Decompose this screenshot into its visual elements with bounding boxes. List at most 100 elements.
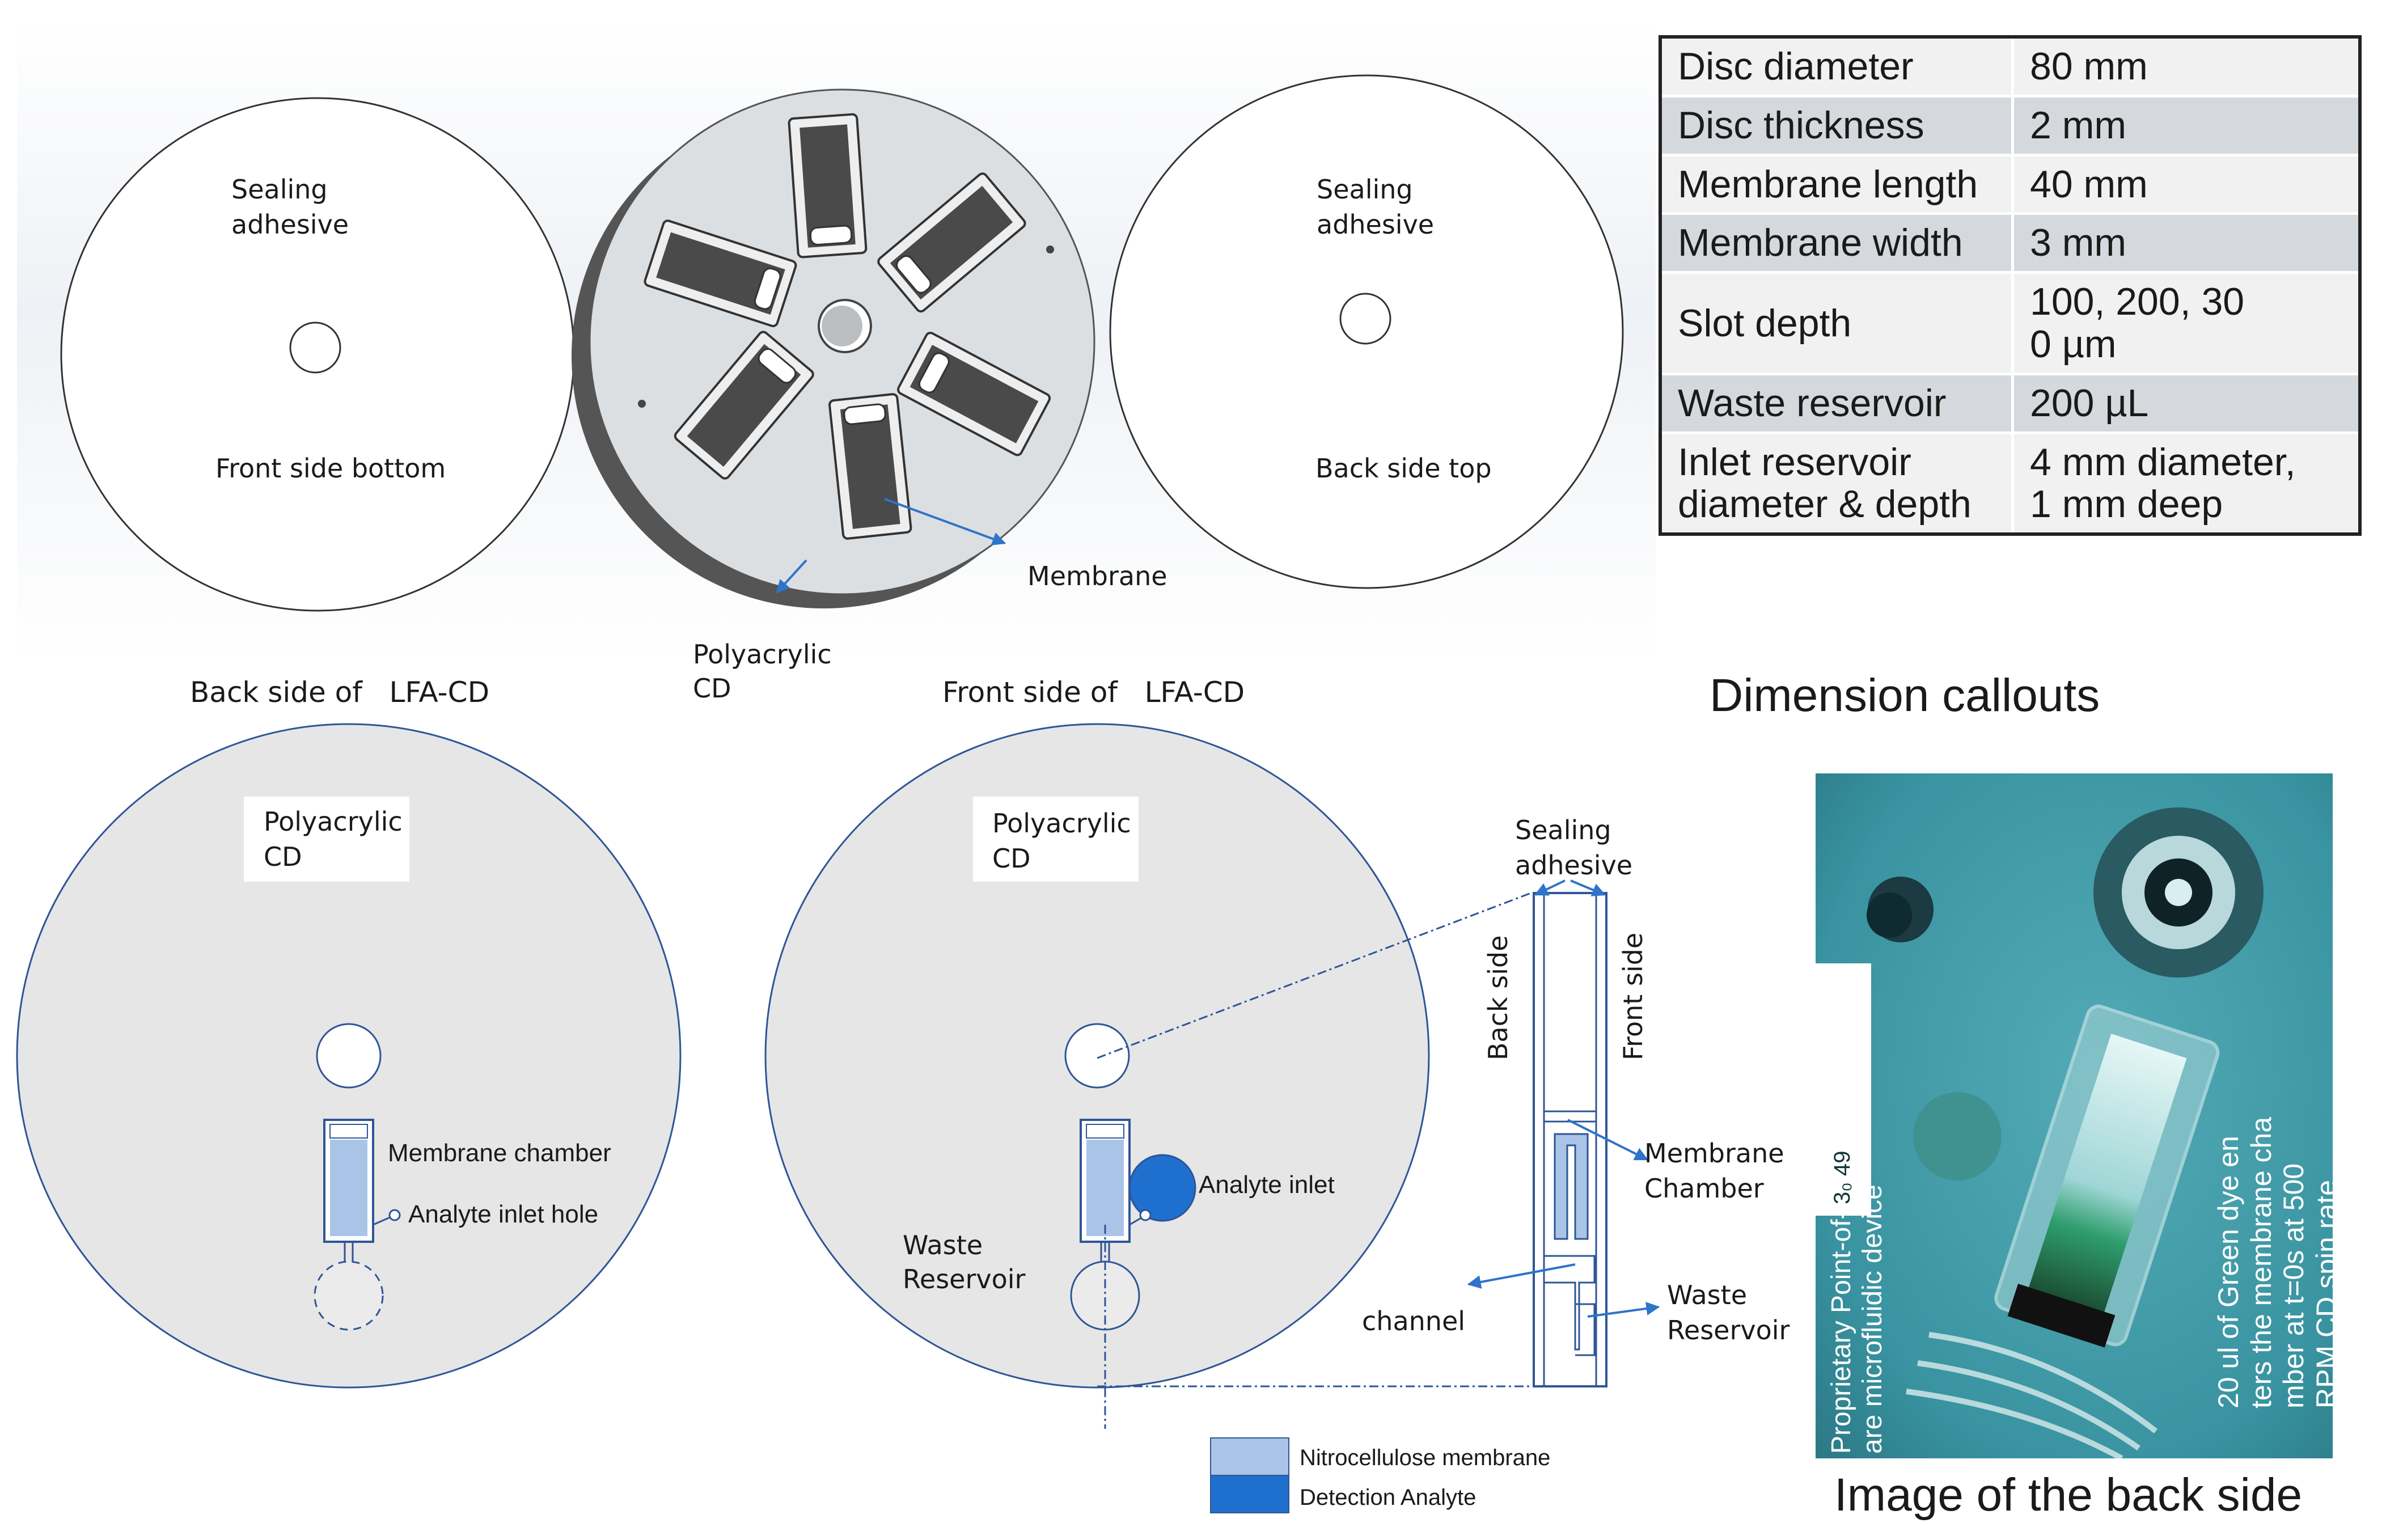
label-box xyxy=(244,797,409,882)
membrane-arrow xyxy=(884,498,1006,545)
front-side-label: Front side xyxy=(1618,933,1648,1060)
waste-reservoir-arrow xyxy=(1587,1302,1660,1318)
sealing-adhesive-label-line1: Sealing xyxy=(1317,174,1413,205)
membrane-slot-1 xyxy=(788,113,868,259)
membrane-chamber-arrow xyxy=(1567,1119,1649,1161)
nitrocellulose-membrane xyxy=(330,1140,367,1236)
dimension-value: 200 µL xyxy=(2011,372,2362,434)
polyacrylic-arrow xyxy=(776,559,807,594)
front-side-bottom-disc: Sealing adhesive Front side bottom xyxy=(60,97,575,612)
membrane-slot-6 xyxy=(828,393,912,540)
photo-green-spot xyxy=(1913,1092,2002,1181)
photo-annotation-line2: ters the membrane cha xyxy=(2245,1116,2277,1408)
waste-reservoir-label-line2: Reservoir xyxy=(903,1264,1026,1294)
polyacrylic-cd-3d: Membrane Polyacrylic CD xyxy=(572,88,1167,704)
waste-reservoir-hidden xyxy=(314,1260,384,1331)
chamber-top-pad xyxy=(1086,1124,1124,1139)
analyte-inlet-reservoir xyxy=(1128,1154,1196,1222)
sealing-adhesive-label-line2: adhesive xyxy=(1317,209,1434,240)
waste-reservoir-label-line2: Reservoir xyxy=(1667,1315,1790,1346)
legend-label-analyte: Detection Analyte xyxy=(1300,1485,1476,1510)
back-side-label: Back side xyxy=(1483,935,1513,1060)
dimension-callouts-caption: Dimension callouts xyxy=(1710,670,2100,721)
membrane-slot-2 xyxy=(877,172,1026,313)
label-box xyxy=(973,797,1139,882)
dimension-name: Disc diameter xyxy=(1659,35,2014,98)
membrane-slot-3 xyxy=(644,219,797,327)
label-box xyxy=(211,166,376,251)
channel-arrow xyxy=(1467,1263,1576,1289)
center-hole-inner xyxy=(822,306,862,346)
back-side-top-caption: Back side top xyxy=(1315,453,1492,484)
membrane-chamber-label-line2: Chamber xyxy=(1644,1173,1764,1204)
polyacrylic-cd-label-line2: CD xyxy=(992,843,1031,874)
center-hole xyxy=(1339,293,1391,345)
photo-ruler-text: 3₀ 49 xyxy=(1830,1150,1855,1204)
projection-lines xyxy=(1097,892,1532,1429)
inlet-link xyxy=(373,1216,392,1226)
cross-section: Sealing adhesive Back side Front side Me… xyxy=(1362,815,1790,1387)
analyte-inlet-label: Analyte inlet xyxy=(1199,1171,1335,1199)
analyte-inlet-hole-label: Analyte inlet hole xyxy=(408,1200,598,1228)
polyacrylic-cd-label-line2: CD xyxy=(693,673,731,704)
label-box xyxy=(1297,166,1463,251)
channel-label: channel xyxy=(1362,1306,1465,1336)
legend-swatch-analyte xyxy=(1210,1475,1289,1513)
polyacrylic-cd-label-line1: Polyacrylic xyxy=(264,806,403,837)
adhesive-arrow-front xyxy=(1570,879,1606,896)
waste-reservoir-label-line1: Waste xyxy=(903,1230,983,1260)
membrane-slot-5 xyxy=(674,331,814,480)
channel-section xyxy=(1544,1255,1596,1351)
membrane-chamber-label: Membrane chamber xyxy=(388,1139,611,1167)
membrane-slot-4 xyxy=(897,332,1051,456)
membrane-chamber-label-line1: Membrane xyxy=(1644,1138,1784,1169)
dimension-name: Disc thickness xyxy=(1659,94,2014,156)
alignment-pin xyxy=(1046,246,1054,253)
back-side-photo: Proprietary Point-of-c are microfluidic … xyxy=(1816,773,2333,1458)
center-hole xyxy=(289,321,341,374)
back-side-title: Back side of LFA-CD xyxy=(190,676,489,709)
back-side-top-disc: Sealing adhesive Back side top xyxy=(1109,74,1624,589)
membrane-chamber-section xyxy=(1554,1133,1589,1240)
dimension-name: Waste reservoir xyxy=(1659,372,2014,434)
dimension-name: Membrane length xyxy=(1659,153,2014,215)
sealing-adhesive-label-line1: Sealing xyxy=(1515,815,1611,845)
dimension-value: 2 mm xyxy=(2011,94,2362,156)
polyacrylic-cd-label-line1: Polyacrylic xyxy=(992,808,1131,839)
photo-device-label: Proprietary Point-of-c are microfluidic … xyxy=(1826,1184,1888,1454)
front-side-cd: Polyacrylic CD Analyte inlet Waste Reser… xyxy=(764,723,1430,1389)
nitrocellulose-membrane xyxy=(1086,1140,1124,1236)
dimension-value: 4 mm diameter,1 mm deep xyxy=(2011,431,2362,536)
dimension-value: 3 mm xyxy=(2011,212,2362,274)
sealing-adhesive-label-line2: adhesive xyxy=(1515,850,1632,881)
membrane-label: Membrane xyxy=(1027,561,1167,591)
sealing-adhesive-label-line2: adhesive xyxy=(231,209,349,240)
photo-illustration xyxy=(1816,773,2333,1458)
waste-reservoir-section xyxy=(1575,1303,1596,1356)
photo-annotation: 20 ul of Green dye en ters the membrane … xyxy=(2212,1117,2333,1408)
center-hole xyxy=(316,1023,382,1089)
sealing-adhesive-label-line1: Sealing xyxy=(231,174,328,205)
photo-annotation-line4: RPM CD spin rate xyxy=(2310,1180,2333,1408)
center-hole xyxy=(1064,1023,1130,1089)
front-side-bottom-caption: Front side bottom xyxy=(215,453,446,484)
photo-annotation-line3: mber at t=0s at 500 xyxy=(2278,1163,2309,1408)
dimension-name: Membrane width xyxy=(1659,212,2014,274)
photo-device-label-line2: are microfluidic device xyxy=(1858,1184,1888,1454)
photo-annotation-line1: 20 ul of Green dye en xyxy=(2212,1136,2244,1408)
dimension-name: Slot depth xyxy=(1659,271,2014,375)
photo-device-label-line1: Proprietary Point-of-c xyxy=(1826,1196,1856,1454)
back-side-cd: Polyacrylic CD Membrane chamber Analyte … xyxy=(16,723,682,1389)
dimension-value: 80 mm xyxy=(2011,35,2362,98)
polyacrylic-cd-label-line2: CD xyxy=(264,841,302,872)
